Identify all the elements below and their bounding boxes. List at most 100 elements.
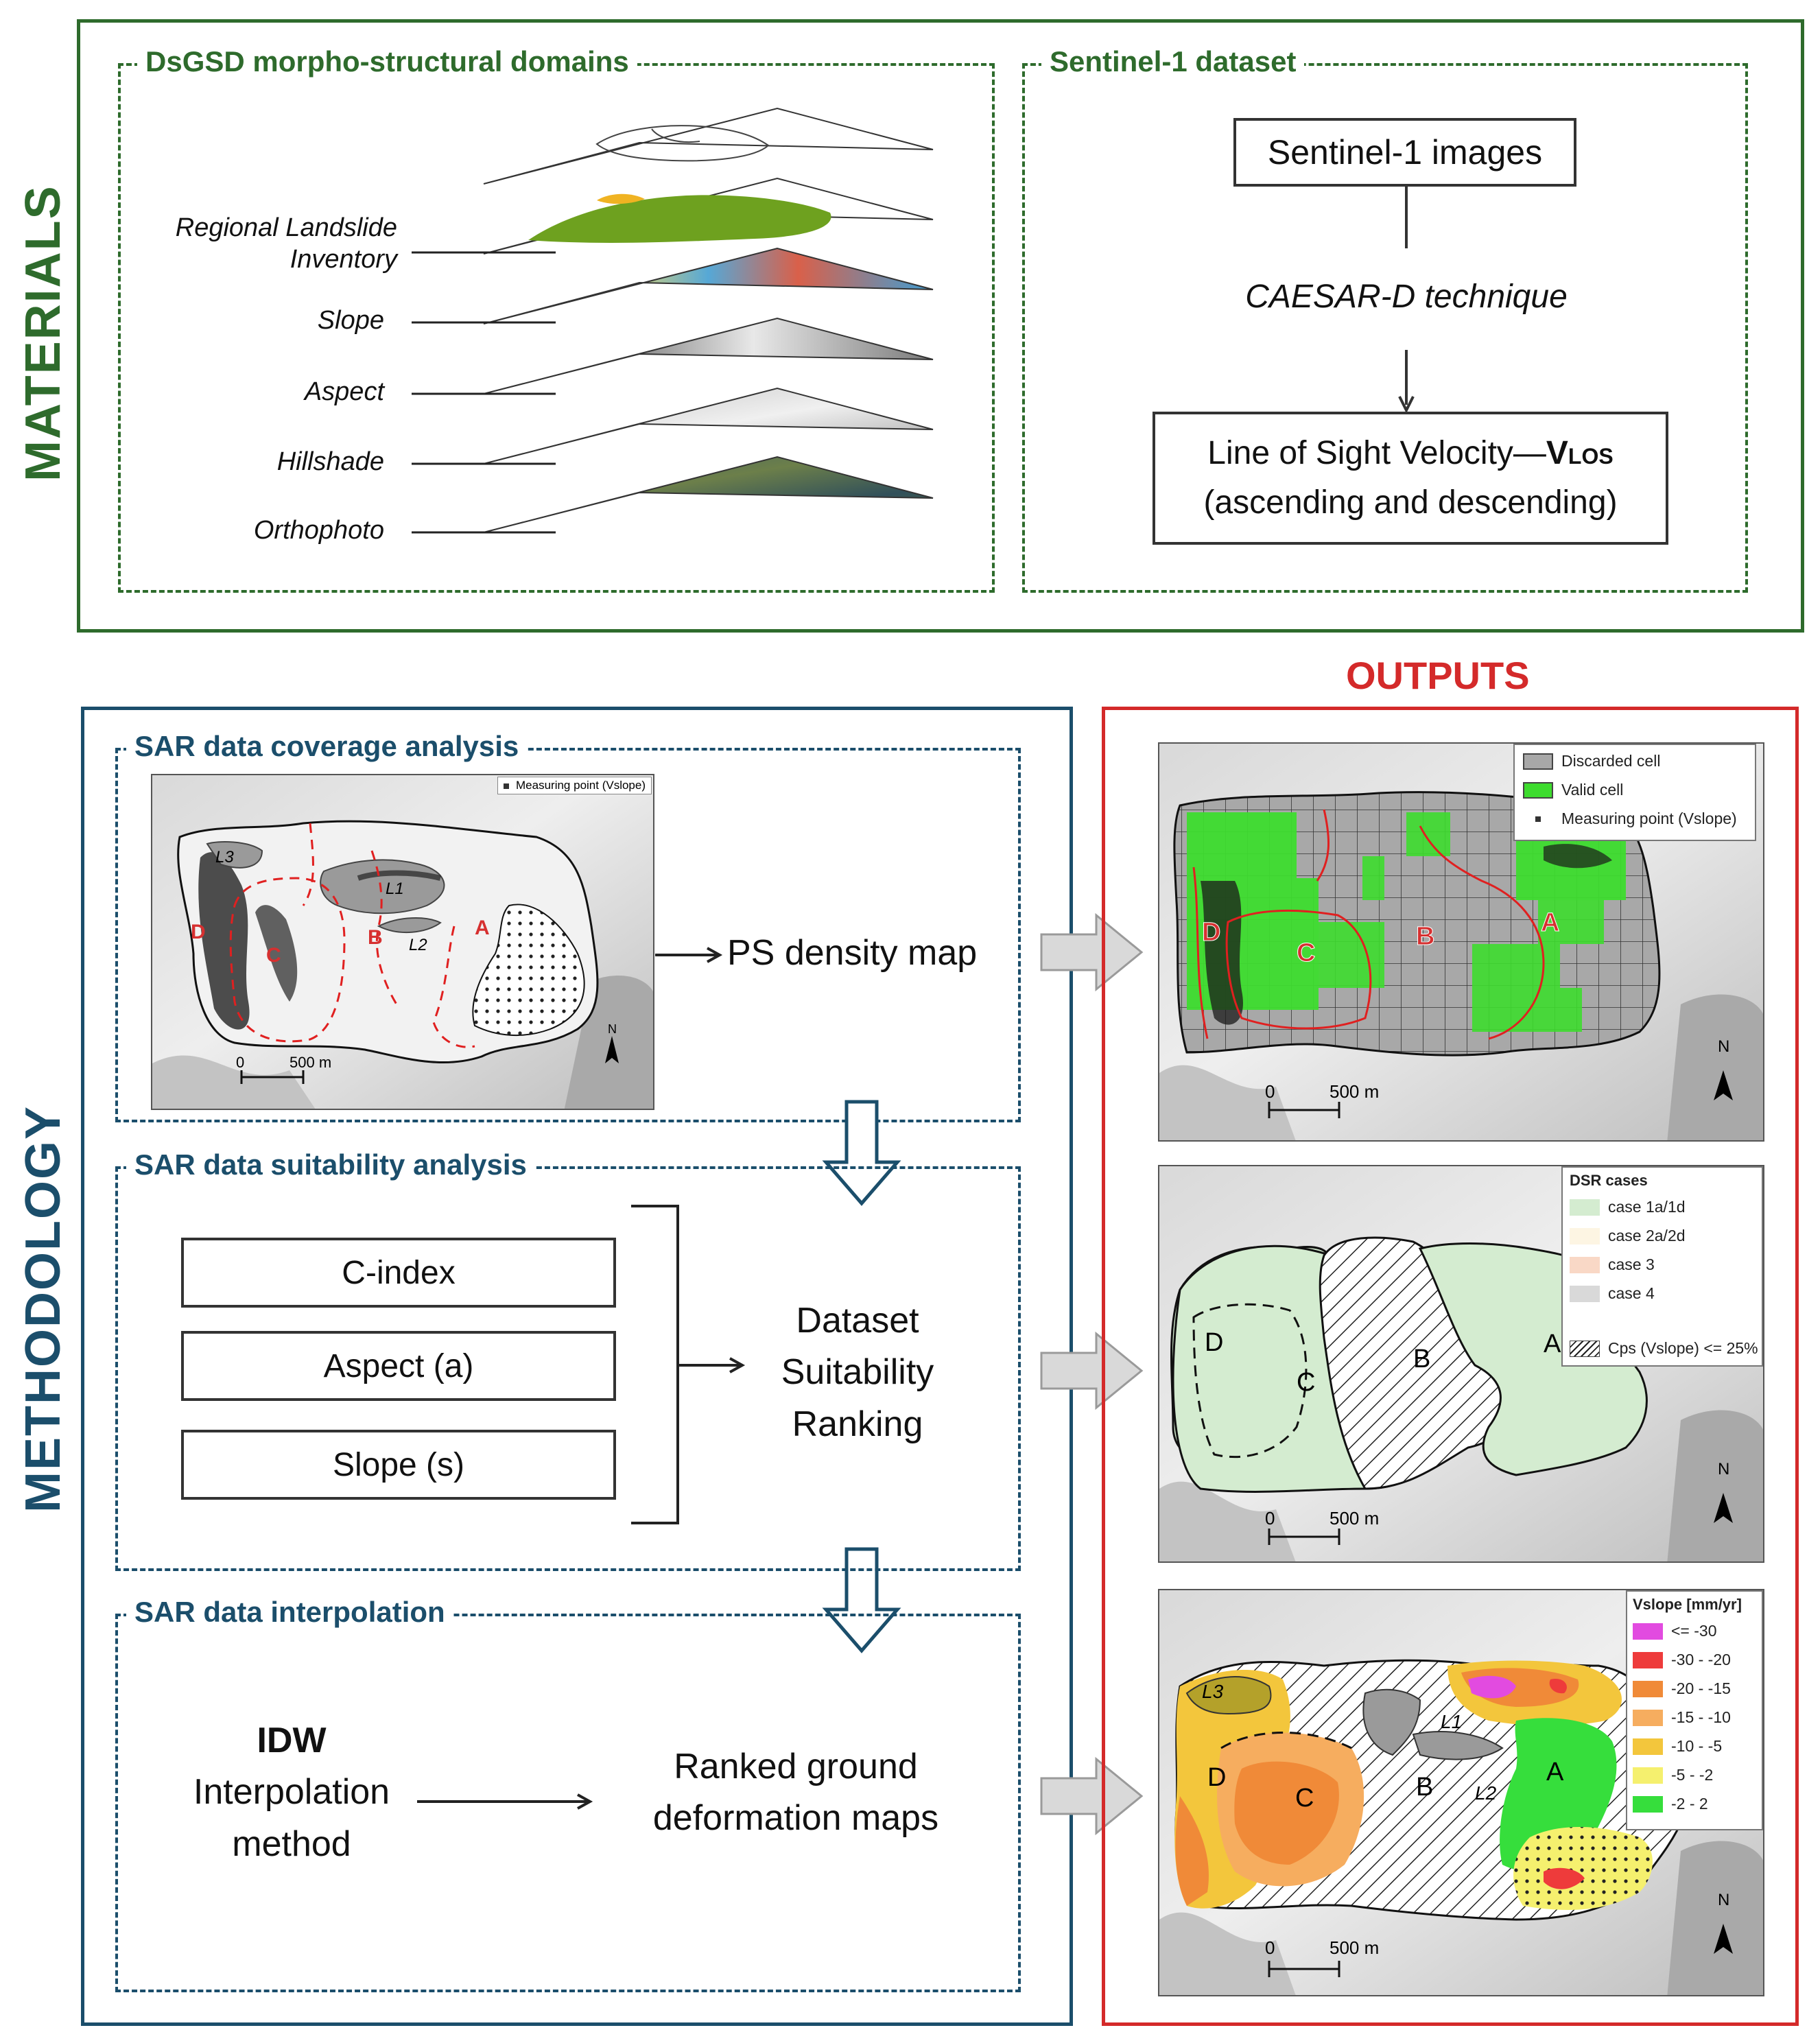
aspect-layer (483, 317, 934, 394)
legend-vslope-1: <= -30 (1633, 1622, 1717, 1640)
case-2-swatch (1570, 1227, 1600, 1244)
coverage-label-l2: L2 (409, 936, 427, 954)
factor-aspect: Aspect (a) (181, 1331, 616, 1401)
vslope-label-l1: L1 (1441, 1711, 1463, 1732)
idw-method-line3: method (232, 1824, 351, 1864)
dsgsd-title: DsGSD morpho-structural domains (137, 45, 637, 78)
sentinel-images-box: Sentinel-1 images (1233, 118, 1576, 187)
gray-arrow-2 (1040, 1331, 1144, 1411)
interpolation-arrow (417, 1793, 593, 1810)
dsr-north-label: N (1718, 1460, 1730, 1478)
vslope-scale-0: 0 (1265, 1937, 1275, 1958)
output-map-dsr: DSR cases case 1a/1d case 2a/2d case 3 c… (1158, 1165, 1764, 1563)
layer-label-inventory: Regional Landslide Inventory (175, 213, 397, 274)
vslope-1-swatch (1633, 1623, 1663, 1640)
output-map-density: Discarded cell Valid cell Measuring poin… (1158, 742, 1764, 1142)
hillshade-layer (483, 387, 934, 464)
legend-vslope-7: -2 - 2 (1633, 1795, 1708, 1813)
suitability-bracket (631, 1205, 746, 1524)
outputs-title: OUTPUTS (1346, 654, 1530, 697)
suitability-title: SAR data suitability analysis (126, 1148, 535, 1181)
vslope-6-swatch (1633, 1767, 1663, 1784)
dsr-legend-title: DSR cases (1570, 1172, 1648, 1189)
los-velocity-line2: (ascending and descending) (1203, 484, 1618, 521)
methodology-side-title: METHODOLOGY (16, 1105, 71, 1513)
layer-label-orthophoto: Orthophoto (253, 516, 384, 545)
vslope-scale-500: 500 m (1329, 1937, 1380, 1958)
suitability-result-line3: Ranking (792, 1404, 923, 1444)
output-map-vslope: Vslope [mm/yr] <= -30 -30 - -20 -20 - -1… (1158, 1589, 1764, 1996)
dsr-label-b: B (1413, 1345, 1431, 1373)
density-legend: Discarded cell Valid cell Measuring poin… (1513, 744, 1756, 841)
gray-arrow-1 (1040, 912, 1144, 992)
layer-label-aspect: Aspect (304, 377, 384, 406)
los-velocity-line1: Line of Sight Velocity—VLOS (1207, 435, 1614, 471)
ranked-maps-result-line1: Ranked ground (674, 1747, 918, 1786)
layer-stack (483, 107, 934, 533)
coverage-label-l1: L1 (386, 880, 404, 898)
legend-valid-cell: Valid cell (1523, 781, 1623, 799)
coverage-scale-500: 500 m (289, 1054, 332, 1071)
factor-c-index: C-index (181, 1238, 616, 1308)
density-label-c: C (1296, 939, 1316, 968)
vslope-label-d: D (1207, 1763, 1227, 1792)
legend-vslope-2: -30 - -20 (1633, 1651, 1731, 1669)
coverage-map-legend: Measuring point (Vslope) (497, 777, 652, 794)
factor-slope: Slope (s) (181, 1430, 616, 1500)
density-scale-500: 500 m (1329, 1081, 1380, 1102)
vslope-legend: Vslope [mm/yr] <= -30 -30 - -20 -20 - -1… (1626, 1590, 1763, 1830)
legend-vslope-3: -20 - -15 (1633, 1679, 1731, 1698)
layer-label-hillshade: Hillshade (276, 447, 384, 476)
vslope-3-swatch (1633, 1680, 1663, 1697)
density-label-d: D (1201, 918, 1221, 947)
vslope-7-swatch (1633, 1795, 1663, 1813)
density-scale-0: 0 (1265, 1081, 1275, 1102)
layer-label-slope: Slope (317, 306, 384, 335)
dsr-scale-500: 500 m (1329, 1508, 1380, 1529)
sentinel-title: Sentinel-1 dataset (1041, 45, 1305, 78)
suitability-result-line2: Suitability (781, 1352, 934, 1393)
coverage-title: SAR data coverage analysis (126, 730, 528, 763)
vslope-4-swatch (1633, 1709, 1663, 1726)
coverage-label-b: B (368, 926, 383, 949)
coverage-scale-0: 0 (236, 1054, 245, 1071)
vslope-label-a: A (1546, 1758, 1564, 1786)
layer-leaders (412, 251, 556, 534)
vslope-north-label: N (1718, 1891, 1730, 1909)
slope-layer (483, 247, 934, 325)
density-label-a: A (1540, 908, 1560, 938)
coverage-north-label: N (608, 1022, 617, 1036)
coverage-label-a: A (475, 917, 490, 939)
coverage-label-d: D (191, 921, 206, 943)
case-3-swatch (1570, 1256, 1600, 1273)
interpolation-panel (115, 1614, 1021, 1992)
case-1-swatch (1570, 1199, 1600, 1216)
legend-measuring-point: Measuring point (Vslope) (1523, 810, 1737, 828)
materials-panel (77, 19, 1804, 633)
outline-layer (483, 107, 934, 185)
outputs-panel (1102, 707, 1799, 2026)
vslope-label-b: B (1416, 1773, 1434, 1802)
vslope-2-swatch (1633, 1651, 1663, 1668)
down-arrow-2 (822, 1547, 901, 1653)
legend-case-3: case 3 (1570, 1255, 1655, 1274)
density-label-b: B (1415, 922, 1435, 952)
materials-side-title: MATERIALS (16, 185, 71, 482)
ps-density-result: PS density map (727, 933, 978, 973)
vslope-label-l3: L3 (1202, 1681, 1224, 1702)
coverage-label-l3: L3 (215, 848, 234, 866)
vslope-legend-title: Vslope [mm/yr] (1633, 1596, 1742, 1613)
dsr-label-a: A (1544, 1330, 1561, 1358)
idw-method: IDW Interpolation method (165, 1715, 418, 1870)
dsr-label-d: D (1205, 1328, 1224, 1357)
legend-discarded-cell: Discarded cell (1523, 752, 1660, 770)
vslope-label-l2: L2 (1475, 1782, 1497, 1804)
hatch-swatch (1570, 1340, 1600, 1357)
down-arrow-1 (822, 1100, 901, 1206)
coverage-map: Measuring point (Vslope) L3 L1 D C B L2 … (151, 774, 654, 1110)
suitability-result: Dataset Suitability Ranking (755, 1295, 960, 1450)
idw-method-bold: IDW (257, 1721, 327, 1760)
dsr-legend: DSR cases case 1a/1d case 2a/2d case 3 c… (1561, 1166, 1763, 1367)
los-velocity-subscript: LOS (1568, 444, 1614, 469)
legend-case-2: case 2a/2d (1570, 1227, 1686, 1245)
